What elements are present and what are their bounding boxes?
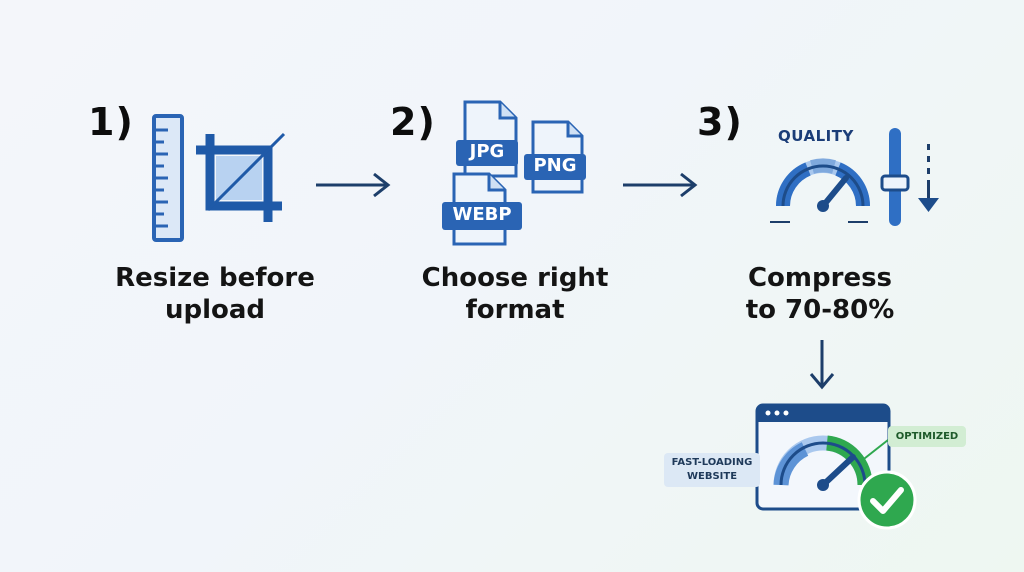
optimized-badge: OPTIMIZED xyxy=(888,426,966,447)
file-icon xyxy=(442,100,586,246)
step-3-caption-line2: to 70-80% xyxy=(745,295,895,325)
browser-window-icon xyxy=(755,403,891,511)
step-3-number: 3) xyxy=(697,100,743,144)
step-2-caption-line1: Choose right xyxy=(421,263,609,293)
fast-loading-line2: WEBSITE xyxy=(686,471,738,482)
fast-loading-badge: FAST-LOADING WEBSITE xyxy=(664,453,760,487)
step-2-caption-line2: format xyxy=(465,295,565,325)
step-1-caption-line2: upload xyxy=(164,295,266,325)
step-1-caption: Resize before upload xyxy=(110,262,320,326)
crop-icon xyxy=(196,132,286,222)
connector-line xyxy=(859,439,889,463)
ruler-icon xyxy=(152,114,184,242)
step-2-caption: Choose right format xyxy=(410,262,620,326)
step-3-caption-line1: Compress xyxy=(747,263,893,293)
quality-label: QUALITY xyxy=(778,127,854,145)
checkmark-icon xyxy=(857,470,917,530)
step-1-number: 1) xyxy=(88,100,134,144)
arrow-down-icon xyxy=(809,340,835,390)
format-png-label: PNG xyxy=(533,155,577,176)
format-jpg-label: JPG xyxy=(469,141,505,162)
fast-loading-line1: FAST-LOADING xyxy=(671,457,753,468)
format-webp-label: WEBP xyxy=(452,204,512,225)
arrow-right-icon xyxy=(623,172,698,198)
step-3-caption: Compress to 70-80% xyxy=(715,262,925,326)
step-1-caption-line1: Resize before xyxy=(115,263,315,293)
arrow-right-icon xyxy=(316,172,391,198)
gauge-icon xyxy=(770,158,870,223)
step-2-number: 2) xyxy=(390,100,436,144)
slider-icon xyxy=(880,128,939,226)
